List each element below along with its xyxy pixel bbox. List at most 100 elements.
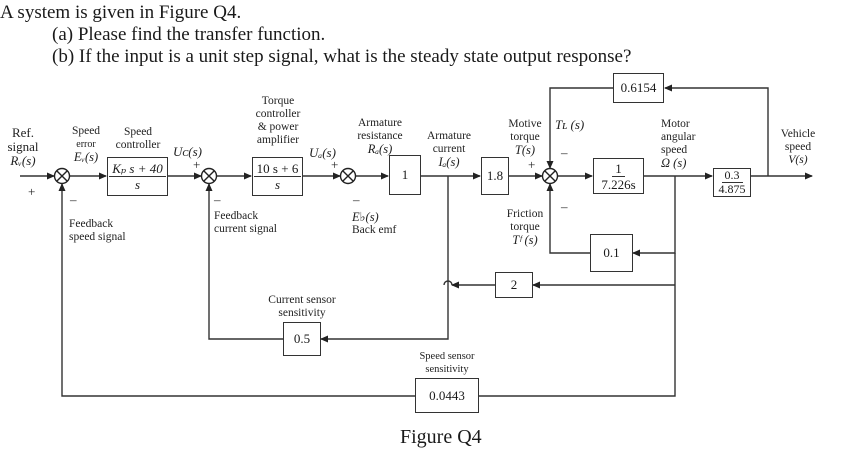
figure-caption: Figure Q4 [400, 426, 482, 448]
sign-plus-3: + [331, 157, 339, 172]
label-motive-torque-line2: torque [510, 131, 540, 143]
sign-minus-2: – [214, 192, 221, 207]
sign-plus-2: + [193, 157, 201, 172]
label-feedback-speed-line1: Feedback [69, 218, 114, 230]
label-ref-line2: signal [7, 139, 39, 154]
label-friction-line3: Tᶠ (s) [512, 233, 538, 247]
label-speed-sensor-line1: Speed sensor [419, 351, 475, 362]
sign-minus-3: – [353, 192, 360, 207]
sign-minus-4b: – [561, 199, 568, 214]
inertia-numerator: 1 [612, 161, 625, 177]
label-motive-torque-line3: T(s) [514, 143, 536, 157]
block-current-sensor: 0.5 [283, 322, 321, 356]
label-motive-torque: Motive torque T(s) [503, 118, 547, 157]
torque-controller-numerator: 10 s + 6 [253, 161, 302, 177]
label-speed-error: Speed error Eᵥ(s) [66, 125, 106, 164]
label-current-sensor-line1: Current sensor [268, 294, 336, 306]
label-speed-sensor-line2: sensitivity [425, 364, 469, 375]
label-vehicle-speed-line2: speed [784, 141, 812, 153]
label-speed-sensor: Speed sensor sensitivity [411, 350, 483, 376]
sign-minus-4a: – [561, 145, 568, 160]
label-back-emf-line2: Back emf [352, 224, 397, 236]
label-vehicle-speed-line3: V(s) [788, 154, 808, 166]
block-speed-sensor: 0.0443 [415, 378, 479, 413]
block-friction: 0.1 [590, 234, 633, 272]
label-motor-speed-line4: Ω (s) [661, 156, 687, 170]
label-back-emf: E♭(s) Back emf [352, 211, 396, 237]
label-armature-resistance-line2: resistance [357, 130, 403, 142]
speed-controller-denominator: s [134, 177, 141, 192]
label-motor-speed-line1: Motor [661, 118, 690, 130]
block-armature-resistance: 1 [389, 155, 421, 195]
label-feedback-speed-line2: speed signal [69, 231, 126, 243]
label-feedback-current: Feedback current signal [214, 210, 277, 236]
wire-load-out [546, 87, 613, 169]
wire-load-in [664, 84, 769, 176]
label-motor-speed: Motor angular speed Ω (s) [661, 118, 695, 170]
label-speed-error-line2: error [76, 139, 96, 150]
label-torque-controller-line4: amplifier [256, 134, 300, 146]
label-ref-line1: Ref. [11, 125, 35, 140]
summing-junction-1 [53, 167, 71, 185]
label-motive-torque-line1: Motive [508, 118, 542, 130]
gear-denominator: 4.875 [718, 182, 746, 196]
block-back-emf: 2 [495, 272, 533, 298]
speed-controller-numerator: Kₚ s + 40 [109, 161, 166, 177]
wire-friction-out [546, 183, 590, 254]
label-friction-line1: Friction [506, 208, 544, 220]
wire-current-out [205, 183, 283, 340]
label-feedback-current-line1: Feedback [214, 210, 259, 222]
inertia-denominator: 7.226s [601, 176, 636, 192]
label-torque-controller-line2: controller [255, 108, 301, 120]
label-armature-resistance: Armature resistance Rₐ(s) [350, 117, 410, 156]
label-speed-controller: Speed controller [108, 126, 168, 152]
label-current-sensor: Current sensor sensitivity [266, 294, 338, 320]
wire-speed-in [479, 253, 676, 397]
label-back-emf-line1: E♭(s) [352, 210, 379, 224]
summing-junction-2 [200, 167, 218, 185]
label-speed-error-line1: Speed [71, 125, 101, 137]
label-ref-signal: Ref. signal Rᵥ(s) [0, 126, 46, 168]
label-ua: Uₐ(s) [309, 145, 336, 160]
block-torque-constant: 1.8 [481, 157, 509, 195]
label-tl: Tʟ (s) [555, 117, 585, 132]
question-part-a: (a) Please find the transfer function. [52, 24, 326, 45]
label-ref-line3: Rᵥ(s) [10, 153, 36, 168]
label-armature-current-line3: Iₐ(s) [438, 155, 460, 169]
label-armature-resistance-line1: Armature [357, 117, 403, 129]
question-part-b: (b) If the input is a unit step signal, … [52, 46, 632, 67]
label-feedback-speed: Feedback speed signal [69, 218, 126, 244]
torque-controller-denominator: s [274, 177, 281, 192]
label-armature-current: Armature current Iₐ(s) [423, 130, 475, 169]
sign-minus-1: – [70, 192, 77, 207]
summing-junction-3 [339, 167, 357, 185]
label-current-sensor-line2: sensitivity [278, 307, 326, 319]
label-speed-error-line3: Eᵥ(s) [73, 150, 99, 164]
label-speed-controller-line2: controller [115, 139, 161, 151]
label-motor-speed-line3: speed [661, 144, 688, 156]
summing-junction-4 [541, 167, 559, 185]
label-motor-speed-line2: angular [661, 131, 696, 143]
label-armature-current-line1: Armature [426, 130, 472, 142]
label-armature-current-line2: current [432, 143, 466, 155]
block-load: 0.6154 [613, 73, 664, 103]
label-vehicle-speed-line1: Vehicle [780, 128, 816, 140]
wire-current-in [320, 176, 449, 343]
label-friction-torque: Friction torque Tᶠ (s) [503, 208, 547, 247]
gear-numerator: 0.3 [721, 169, 743, 183]
label-feedback-current-line2: current signal [214, 223, 277, 235]
label-armature-resistance-line3: Rₐ(s) [367, 142, 393, 156]
question-intro: A system is given in Figure Q4. [0, 2, 242, 23]
label-vehicle-speed: Vehicle speed V(s) [773, 128, 823, 167]
label-uc: Uᴄ(s) [173, 144, 202, 159]
label-torque-controller: Torque controller & power amplifier [248, 95, 308, 147]
label-torque-controller-line1: Torque [261, 95, 295, 107]
label-speed-controller-line1: Speed [123, 126, 153, 138]
sign-plus-4: + [528, 157, 536, 172]
label-friction-line2: torque [510, 221, 540, 233]
